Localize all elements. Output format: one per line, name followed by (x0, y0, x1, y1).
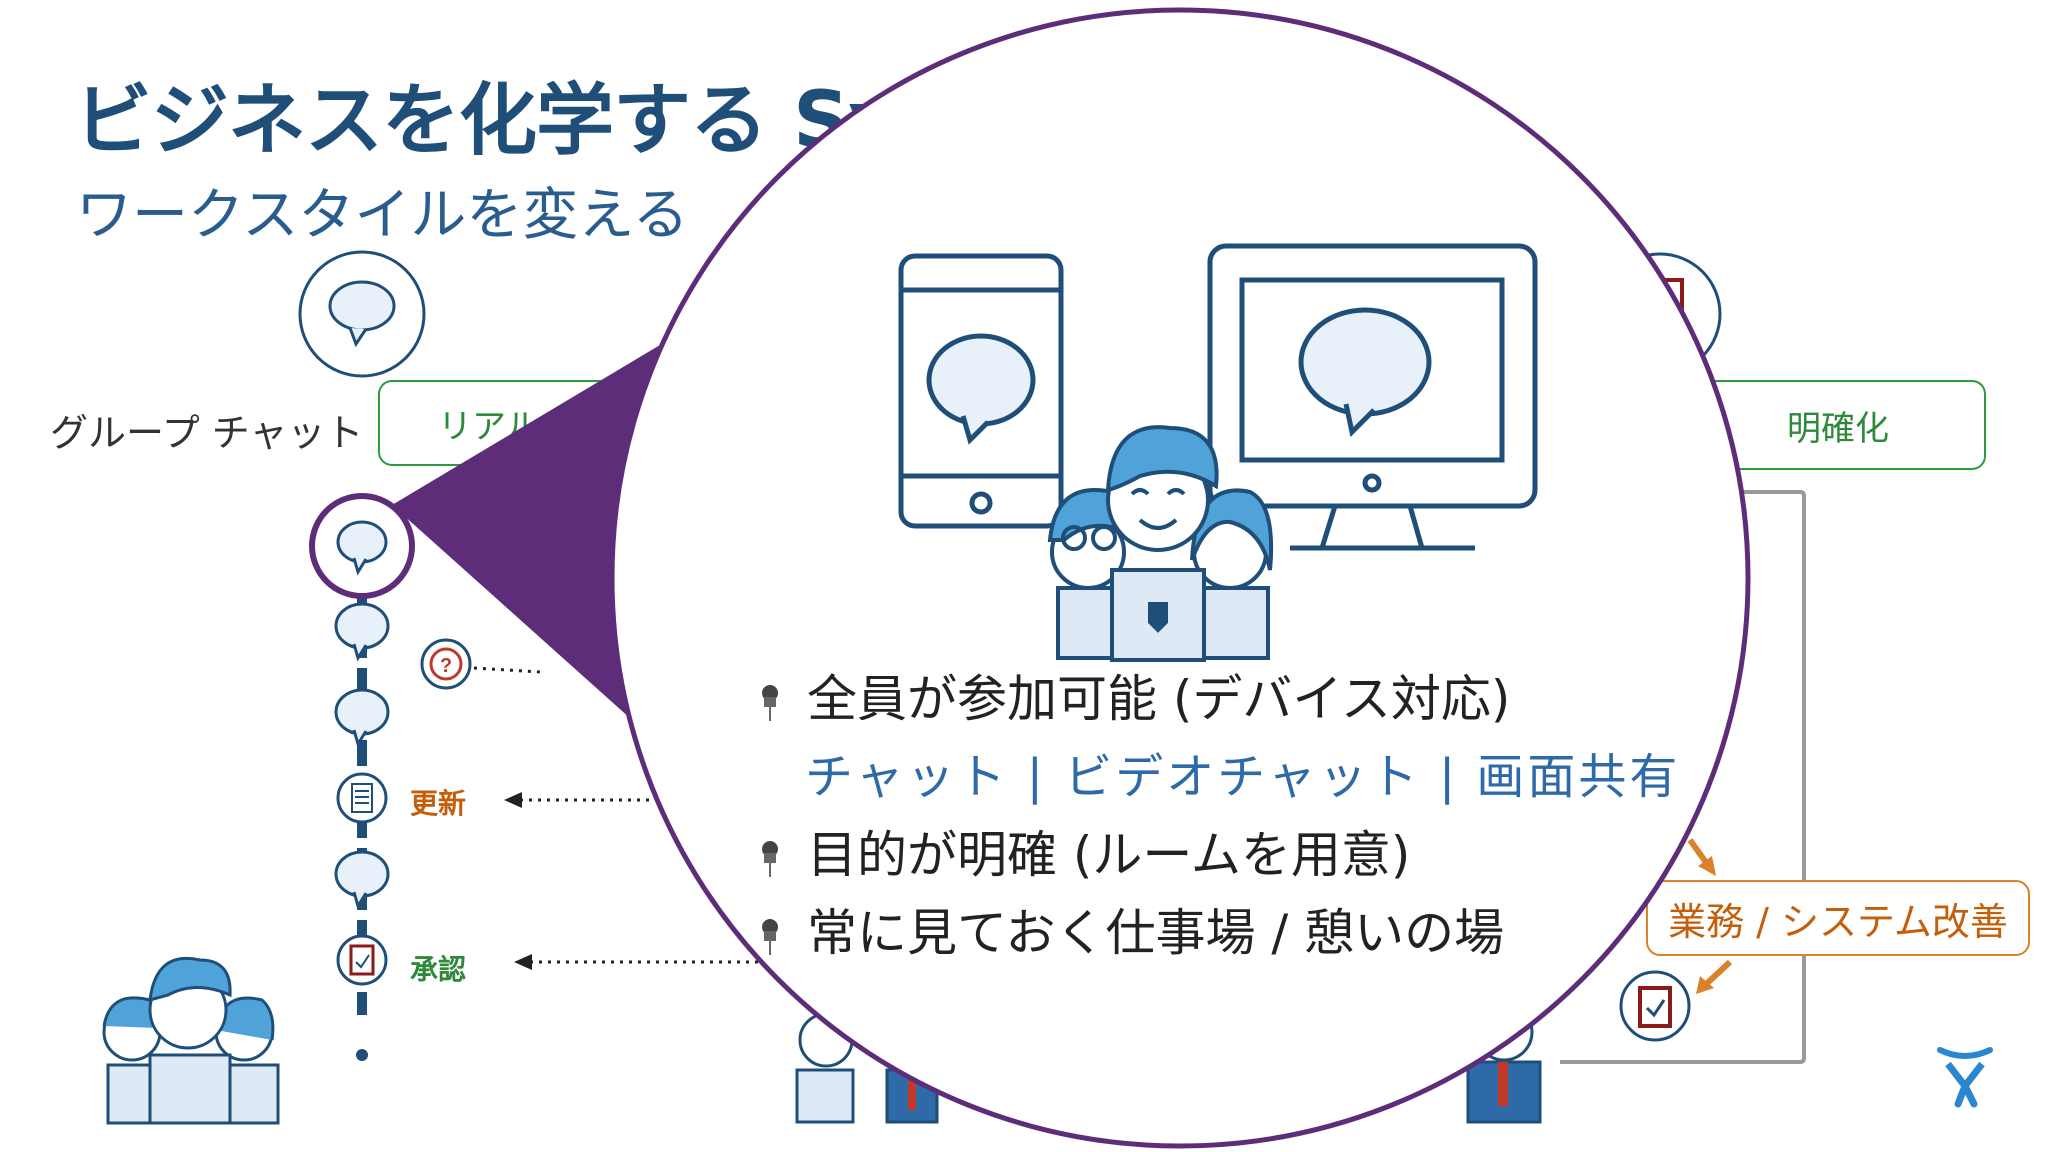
pushpin-icon (762, 918, 778, 955)
timeline-node-chat-2 (334, 602, 390, 662)
svg-text:?: ? (440, 655, 452, 677)
monitor-icon (1207, 243, 1538, 551)
sub-items: チャット | ビデオチャット | 画面共有 (805, 749, 1681, 805)
clipboard-check-icon (1619, 970, 1691, 1042)
improvement-box: 業務 / システム改善 (1646, 880, 2030, 956)
timeline-node-clipboard (336, 934, 388, 986)
bullet-text-2: 目的が明確 (ルームを用意) (807, 826, 1411, 884)
clarify-box-label: 明確化 (1787, 408, 1889, 449)
team-zoom-icon (1047, 425, 1274, 662)
approve-label: 承認 (410, 953, 467, 986)
bullet-text-3: 常に見ておく仕事場 / 憩いの場 (807, 904, 1505, 962)
question-icon: ? (420, 638, 472, 690)
pushpin-icon (762, 840, 778, 877)
timeline-node-chat-4 (334, 850, 390, 910)
bullet-item-3: 常に見ておく仕事場 / 憩いの場 (755, 894, 1675, 972)
update-label: 更新 (410, 787, 467, 820)
pushpin-icon (762, 684, 778, 721)
bullet-item-1: 全員が参加可能 (デバイス対応) (755, 660, 1675, 738)
chat-circle-icon (298, 250, 426, 378)
bullet-item-2: 目的が明確 (ルームを用意) (755, 816, 1675, 894)
slide-subtitle: ワークスタイルを変える (76, 183, 689, 248)
zoom-bullet-list: 全員が参加可能 (デバイス対応) チャット | ビデオチャット | 画面共有 目… (755, 660, 1681, 972)
person-left-icon (795, 1012, 855, 1124)
timeline-node-chat-1 (309, 493, 415, 599)
timeline-node-chat-3 (334, 688, 390, 748)
zoom-wedge (392, 345, 660, 745)
atlassian-logo (1937, 1047, 1993, 1108)
smartphone-icon (898, 253, 1064, 529)
group-chat-label: グループ チャット (50, 411, 364, 455)
team-icon (102, 956, 280, 1125)
bullet-text-1: 全員が参加可能 (デバイス対応) (807, 670, 1511, 728)
timeline-node-document (336, 772, 388, 824)
clarify-box: 明確化 (1690, 380, 1986, 470)
improvement-box-label: 業務 / システム改善 (1668, 899, 2008, 944)
